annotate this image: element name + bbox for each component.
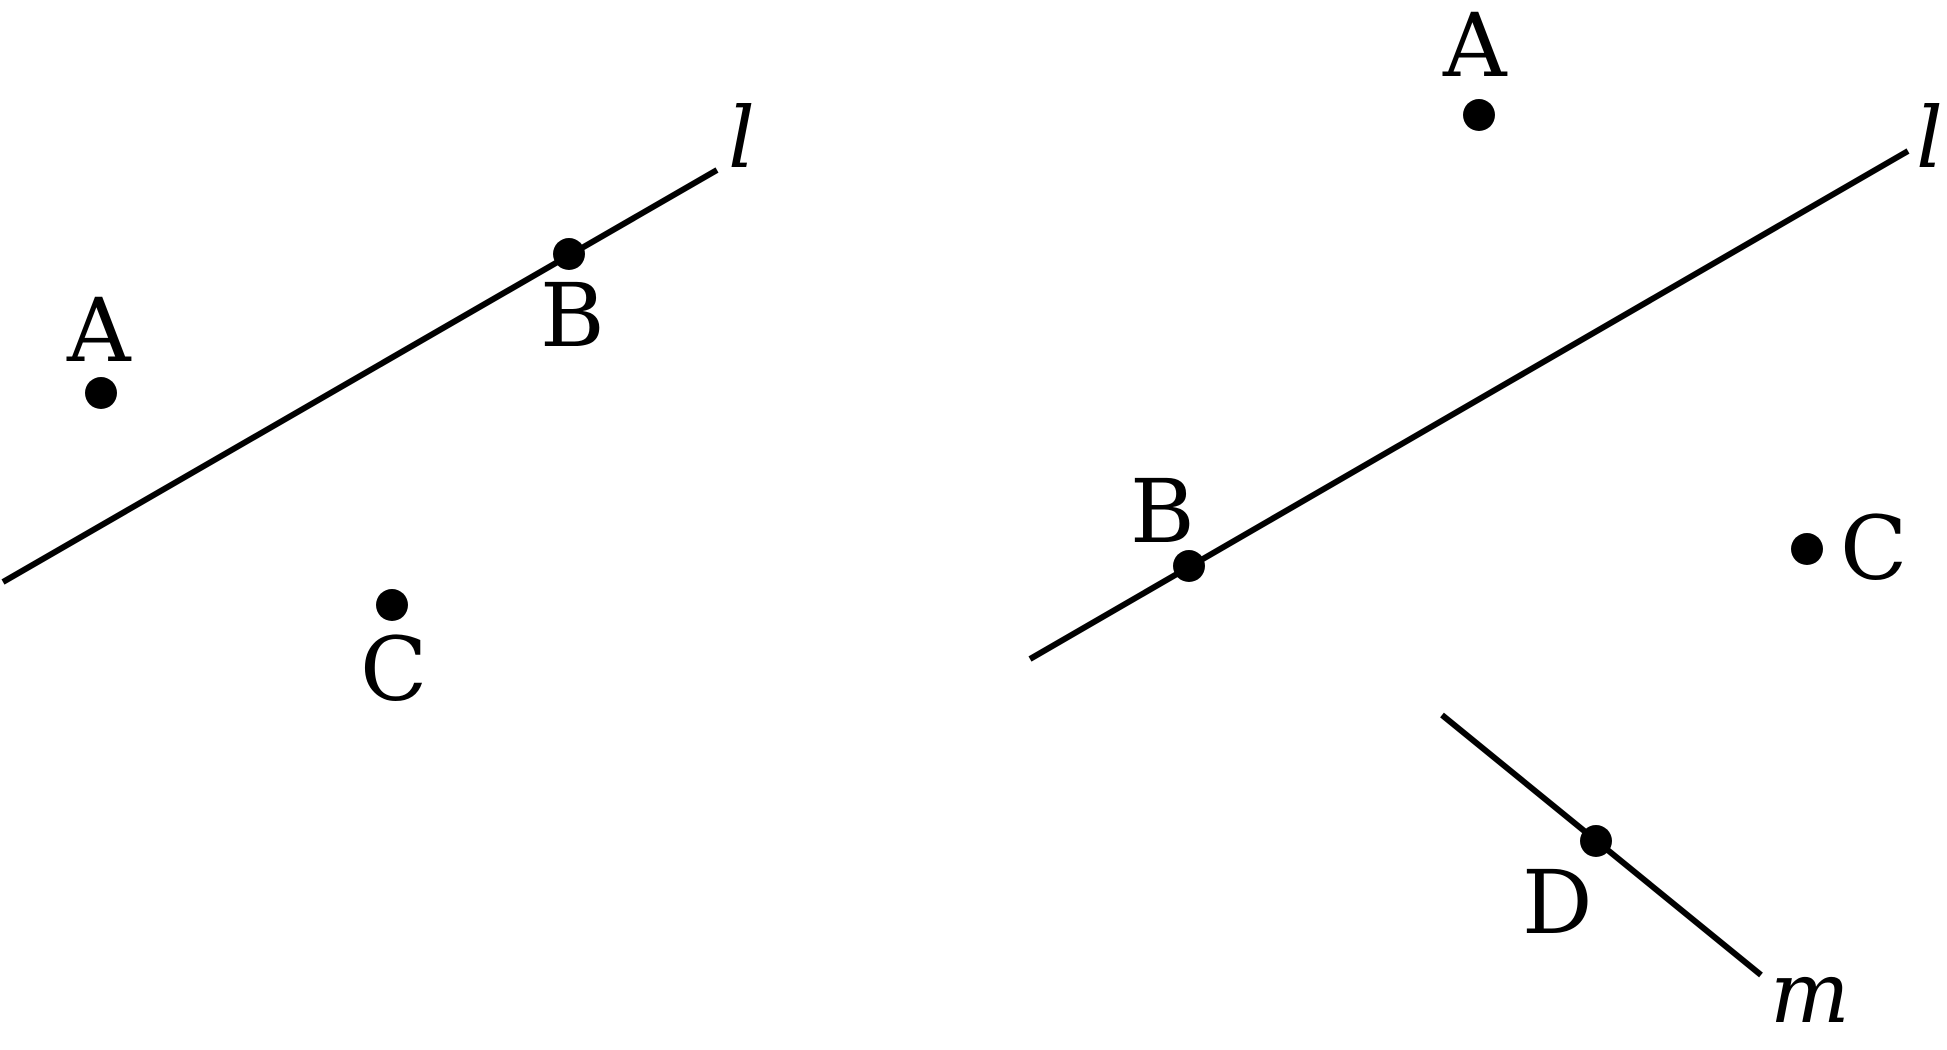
left-point-c-label: C [360, 618, 427, 721]
right-point-a [1463, 99, 1495, 131]
left-figure: l A B C [1, 89, 755, 721]
right-point-d [1580, 825, 1612, 857]
right-point-d-label: D [1522, 851, 1593, 954]
left-point-c [376, 589, 408, 621]
right-point-b-label: B [1130, 460, 1195, 563]
right-point-c [1791, 533, 1823, 565]
left-point-a-label: A [66, 279, 132, 382]
left-point-b [553, 238, 585, 270]
right-point-c-label: C [1840, 497, 1907, 600]
right-line-m-label: m [1770, 944, 1850, 1042]
right-point-b [1173, 550, 1205, 582]
left-line-l-label: l [728, 89, 755, 187]
left-point-a [85, 377, 117, 409]
right-line-l-label: l [1916, 89, 1943, 187]
right-line-l [1028, 148, 1910, 662]
left-line-l [1, 167, 719, 585]
left-point-b-label: B [540, 264, 605, 367]
right-point-a-label: A [1442, 0, 1508, 97]
right-figure: l m A B C D [1028, 0, 1943, 1042]
